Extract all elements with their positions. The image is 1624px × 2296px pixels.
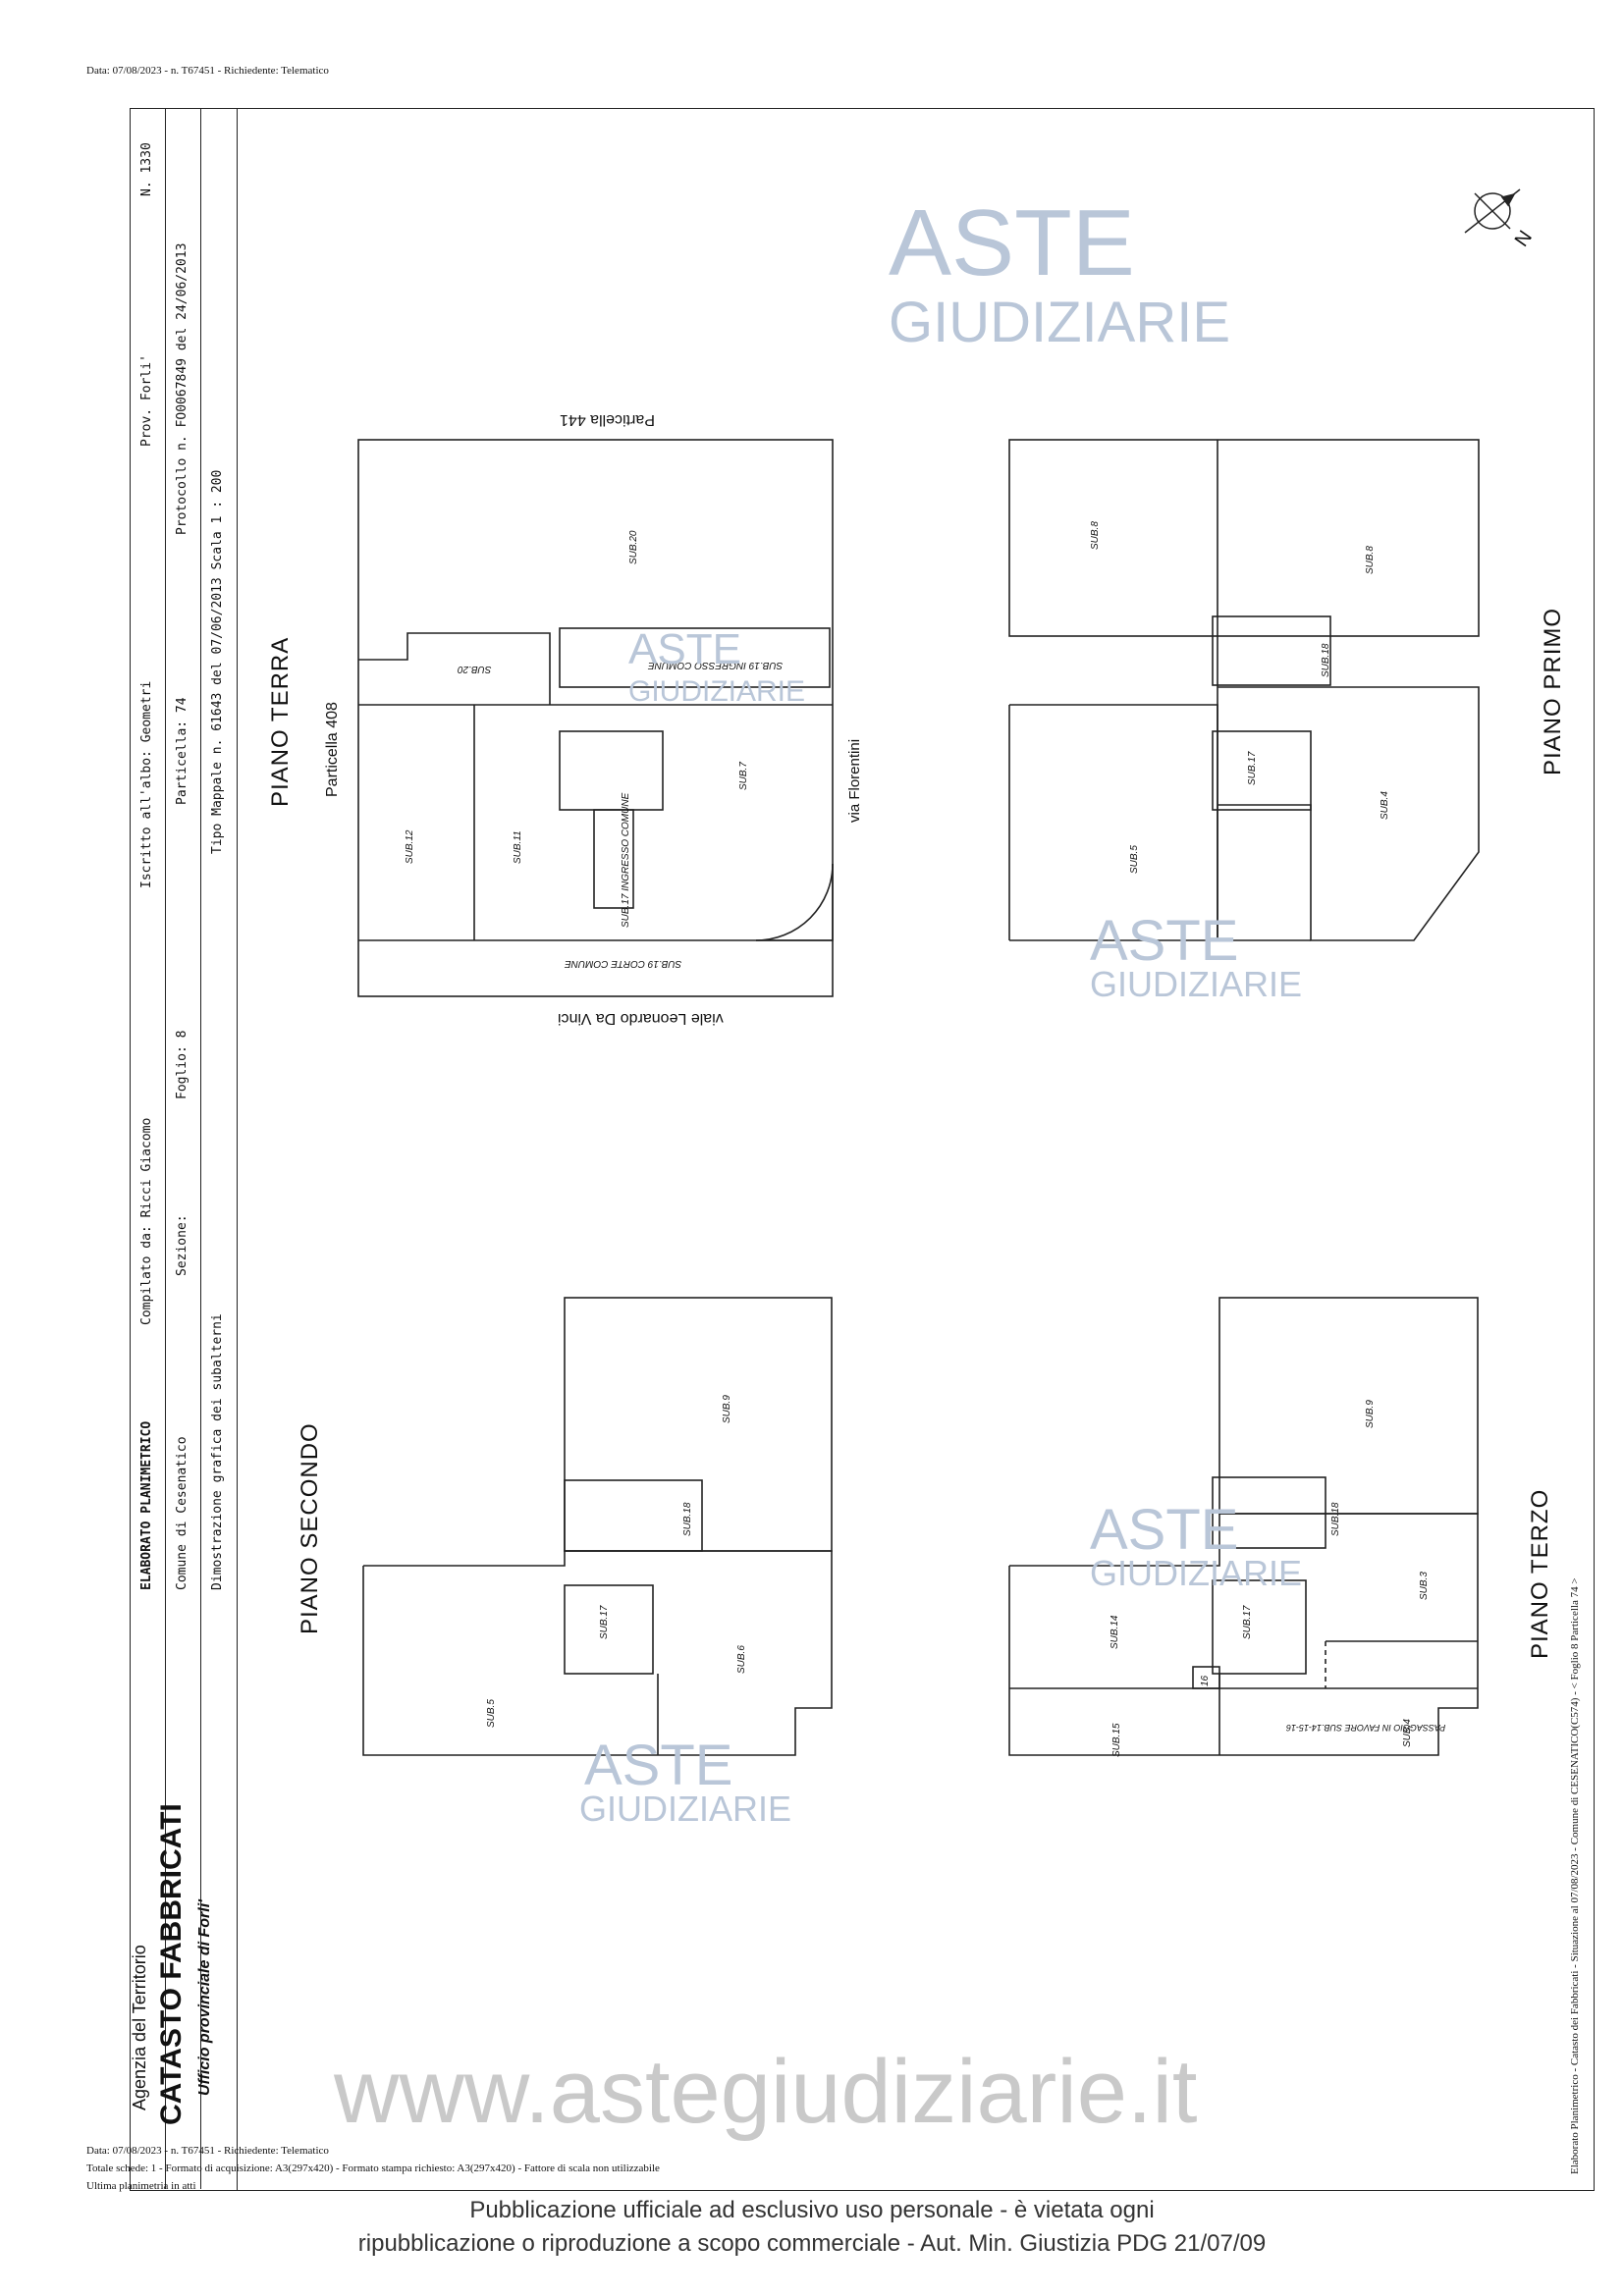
primo-sub-label: SUB.18 [1321, 643, 1331, 677]
watermark-aste: ASTE [1090, 909, 1239, 973]
terra-sub-label: SUB.7 [738, 762, 749, 790]
top-stamp: Data: 07/08/2023 - n. T67451 - Richieden… [86, 65, 329, 77]
terzo-sub-label: SUB.14 [1110, 1615, 1120, 1649]
secondo-sub-label: SUB.17 [599, 1605, 610, 1639]
terzo-sub-label: SUB.18 [1330, 1502, 1341, 1536]
header-title: ELABORATO PLANIMETRICO [139, 1420, 154, 1590]
header-num: N. 1330 [139, 142, 154, 196]
secondo-sub-label: SUB.5 [486, 1699, 497, 1728]
watermark-giudiziarie: GIUDIZIARIE [1090, 1553, 1303, 1593]
sheet-frame [130, 108, 1595, 2191]
title-piano-terzo: PIANO TERZO [1527, 1488, 1553, 1659]
header-divider-2 [200, 108, 201, 2189]
primo-sub-label: SUB.4 [1380, 791, 1390, 820]
label-particella-441: Particella 441 [560, 411, 655, 428]
title-piano-primo: PIANO PRIMO [1540, 607, 1566, 775]
terzo-sub-label: 16 [1200, 1675, 1211, 1686]
watermark-aste: ASTE [584, 1734, 733, 1797]
notice-line2: ripubblicazione o riproduzione a scopo c… [357, 2230, 1267, 2257]
agency-line1: Agenzia del Territorio [130, 1945, 149, 2110]
terzo-sub-label: SUB.15 [1111, 1723, 1122, 1757]
footer-line1: Data: 07/08/2023 - n. T67451 - Richieden… [86, 2145, 329, 2157]
terra-sub-label: SUB.17 INGRESSO COMUNE [621, 792, 631, 928]
header-comune: Comune di Cesenatico [175, 1436, 189, 1590]
terra-sub-label: SUB.11 [513, 830, 523, 864]
primo-sub-label: SUB.5 [1129, 845, 1140, 874]
header-tipo: Tipo Mappale n. 61643 del 07/06/2013 Sca… [210, 469, 225, 854]
header-particella: Particella: 74 [175, 697, 189, 805]
terzo-sub-label: SUB.4 [1402, 1719, 1413, 1747]
title-piano-terra: PIANO TERRA [267, 636, 294, 807]
terzo-sub-label: PASSAGGIO IN FAVORE SUB.14-15-16 [1286, 1723, 1446, 1733]
terzo-sub-label: SUB.3 [1419, 1572, 1430, 1600]
label-viale-leonardo: viale Leonardo Da Vinci [558, 1010, 724, 1027]
watermark-aste: ASTE [1090, 1498, 1239, 1562]
watermark-aste: ASTE [889, 190, 1135, 295]
header-divider-1 [165, 108, 166, 2189]
notice-line1: Pubblicazione ufficiale ad esclusivo uso… [469, 2197, 1155, 2223]
secondo-sub-label: SUB.9 [722, 1395, 732, 1423]
watermark-giudiziarie: GIUDIZIARIE [579, 1789, 792, 1829]
right-side-note: Elaborato Planimetrico - Catasto dei Fab… [1569, 1577, 1581, 2174]
footer-line3: Ultima planimetria in atti [86, 2180, 196, 2192]
header-strip [130, 108, 238, 2191]
primo-sub-label: SUB.8 [1365, 546, 1376, 574]
primo-sub-label: SUB.17 [1247, 751, 1258, 785]
secondo-sub-label: SUB.18 [682, 1502, 693, 1536]
watermark-site: www.astegiudiziarie.it [334, 2042, 1198, 2142]
footer-line2: Totale schede: 1 - Formato di acquisizio… [86, 2163, 660, 2174]
terra-sub-label: SUB.20 [628, 530, 639, 564]
secondo-sub-label: SUB.6 [736, 1645, 747, 1674]
label-particella-408: Particella 408 [324, 702, 341, 797]
header-compilato: Compilato da: Ricci Giacomo [139, 1117, 154, 1325]
header-prov: Prov. Forli' [139, 354, 154, 447]
terra-sub-label: SUB.12 [405, 829, 415, 864]
terzo-sub-label: SUB.17 [1242, 1605, 1253, 1639]
terzo-sub-label: SUB.9 [1365, 1400, 1376, 1428]
header-foglio: Foglio: 8 [175, 1030, 189, 1099]
watermark-giudiziarie: GIUDIZIARIE [628, 675, 806, 708]
header-protocollo: Protocollo n. FO0067849 del 24/06/2013 [175, 242, 189, 535]
header-iscritto: Iscritto all'albo: Geometri [139, 680, 154, 888]
title-piano-secondo: PIANO SECONDO [297, 1422, 323, 1634]
watermark-giudiziarie: GIUDIZIARIE [889, 291, 1231, 354]
agency-line3: Ufficio provinciale di Forli' [196, 1899, 213, 2096]
header-dimostrazione: Dimostrazione grafica dei subalterni [210, 1313, 225, 1590]
primo-sub-label: SUB.8 [1090, 521, 1101, 550]
watermark-giudiziarie: GIUDIZIARIE [1090, 964, 1303, 1004]
terra-sub-label: SUB.20 [458, 664, 492, 674]
watermark-aste: ASTE [628, 625, 741, 673]
header-sezione: Sezione: [175, 1214, 189, 1276]
terra-sub-label: SUB.19 CORTE COMUNE [565, 958, 682, 969]
agency-line2: CATASTO FABBRICATI [155, 1803, 188, 2125]
label-via-florentini: via Florentini [846, 738, 863, 823]
